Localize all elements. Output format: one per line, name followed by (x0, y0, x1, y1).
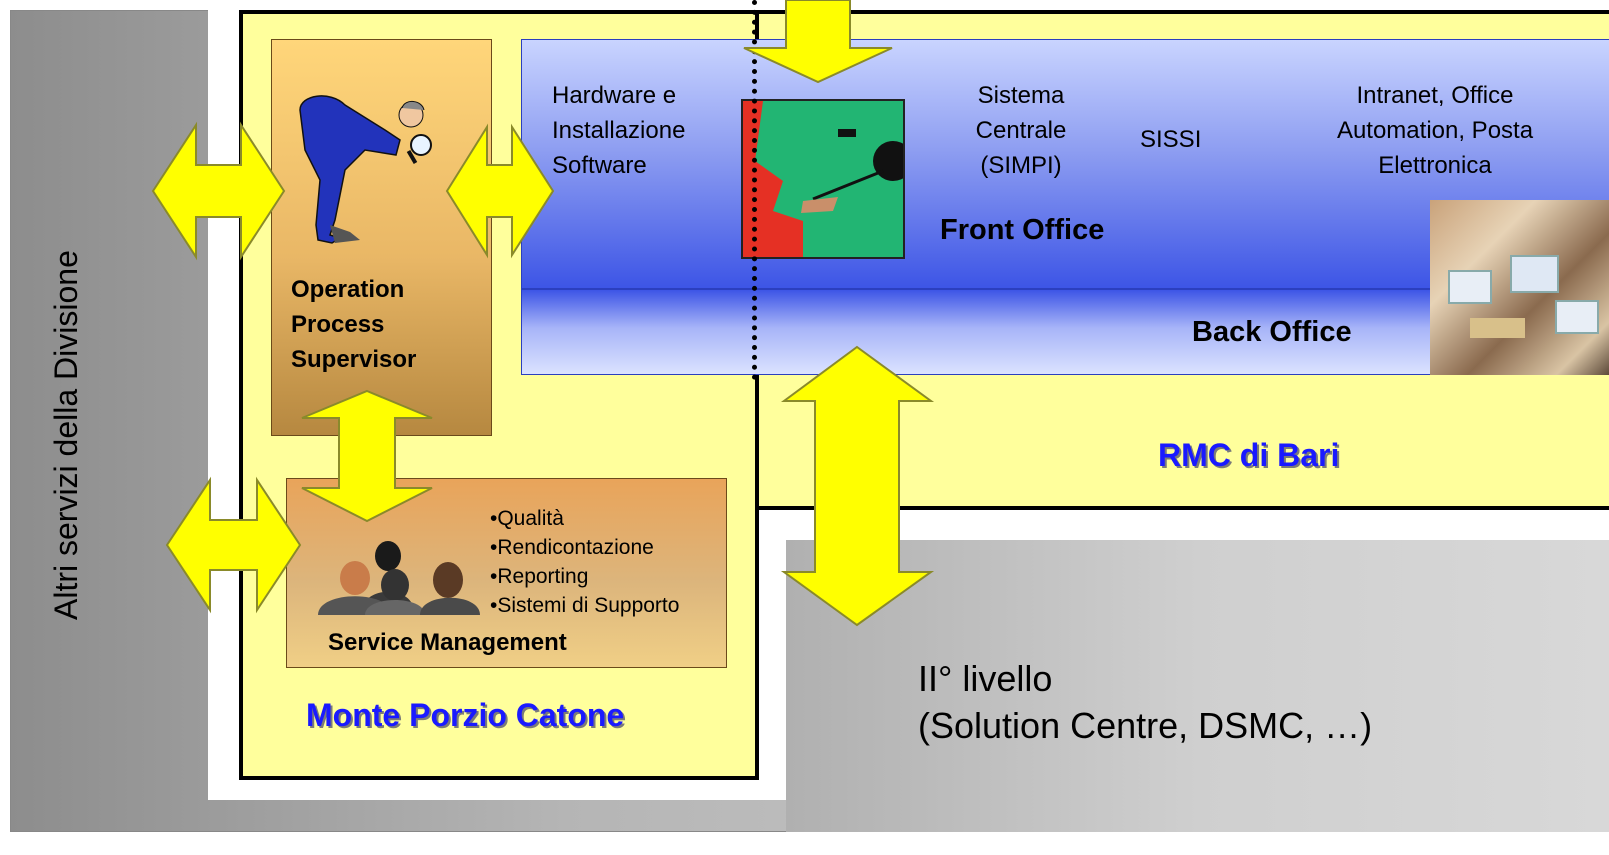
back-office-label: Back Office (1192, 316, 1352, 348)
operation-line3: Supervisor (291, 346, 417, 373)
double-arrow-ops-service (301, 389, 433, 523)
sissi-text: SISSI (1140, 126, 1202, 153)
dotted-separator (752, 0, 757, 380)
sistema-centrale-text: Sistema Centrale (SIMPI) (951, 78, 1091, 183)
front-office-band (521, 39, 1609, 289)
double-arrow-ops-band (445, 123, 555, 259)
back-office-band (521, 289, 1609, 375)
sistema-line3: (SIMPI) (980, 152, 1062, 179)
operation-line1: Operation (291, 276, 405, 303)
hardware-line3: Software (552, 152, 647, 179)
level2-line1: II° livello (918, 658, 1053, 699)
sistema-line1: Sistema (977, 82, 1065, 109)
monte-porzio-title: Monte Porzio Catone (306, 697, 625, 733)
sistema-line2: Centrale (975, 117, 1067, 144)
speaker-face-icon (755, 101, 903, 257)
operation-line2: Process (291, 311, 385, 338)
intranet-line3: Elettronica (1378, 152, 1492, 179)
intranet-line1: Intranet, Office (1356, 82, 1514, 109)
hardware-text: Hardware e Installazione Software (552, 78, 685, 183)
supervisor-figure-icon (299, 95, 432, 244)
double-arrow-side-bottom (165, 476, 302, 614)
rmc-title: RMC di Bari (1158, 437, 1340, 473)
hardware-line1: Hardware e (552, 82, 677, 109)
front-office-label: Front Office (940, 214, 1105, 246)
bullet-sistemi: •Sistemi di Supporto (490, 594, 680, 617)
people-group-icon (318, 541, 480, 615)
level2-text: II° livello (Solution Centre, DSMC, …) (918, 655, 1372, 749)
hardware-line2: Installazione (552, 117, 686, 144)
operation-label: Operation Process Supervisor (291, 272, 416, 377)
service-management-title: Service Management (328, 629, 567, 656)
bullet-rendicontazione: •Rendicontazione (490, 536, 654, 559)
bullet-reporting: •Reporting (490, 565, 589, 588)
down-arrow-top (743, 0, 893, 84)
speaker-face-image (741, 99, 905, 259)
double-arrow-back-level2 (780, 345, 935, 627)
service-bullets: •Qualità •Rendicontazione •Reporting •Si… (490, 504, 679, 620)
level2-line2: (Solution Centre, DSMC, …) (918, 705, 1373, 746)
double-arrow-side-top (151, 121, 286, 261)
level2-region (786, 540, 1609, 832)
intranet-text: Intranet, Office Automation, Posta Elett… (1310, 78, 1560, 183)
intranet-line2: Automation, Posta (1336, 117, 1534, 144)
bullet-qualita: •Qualità (490, 507, 564, 530)
office-photo (1430, 200, 1609, 375)
